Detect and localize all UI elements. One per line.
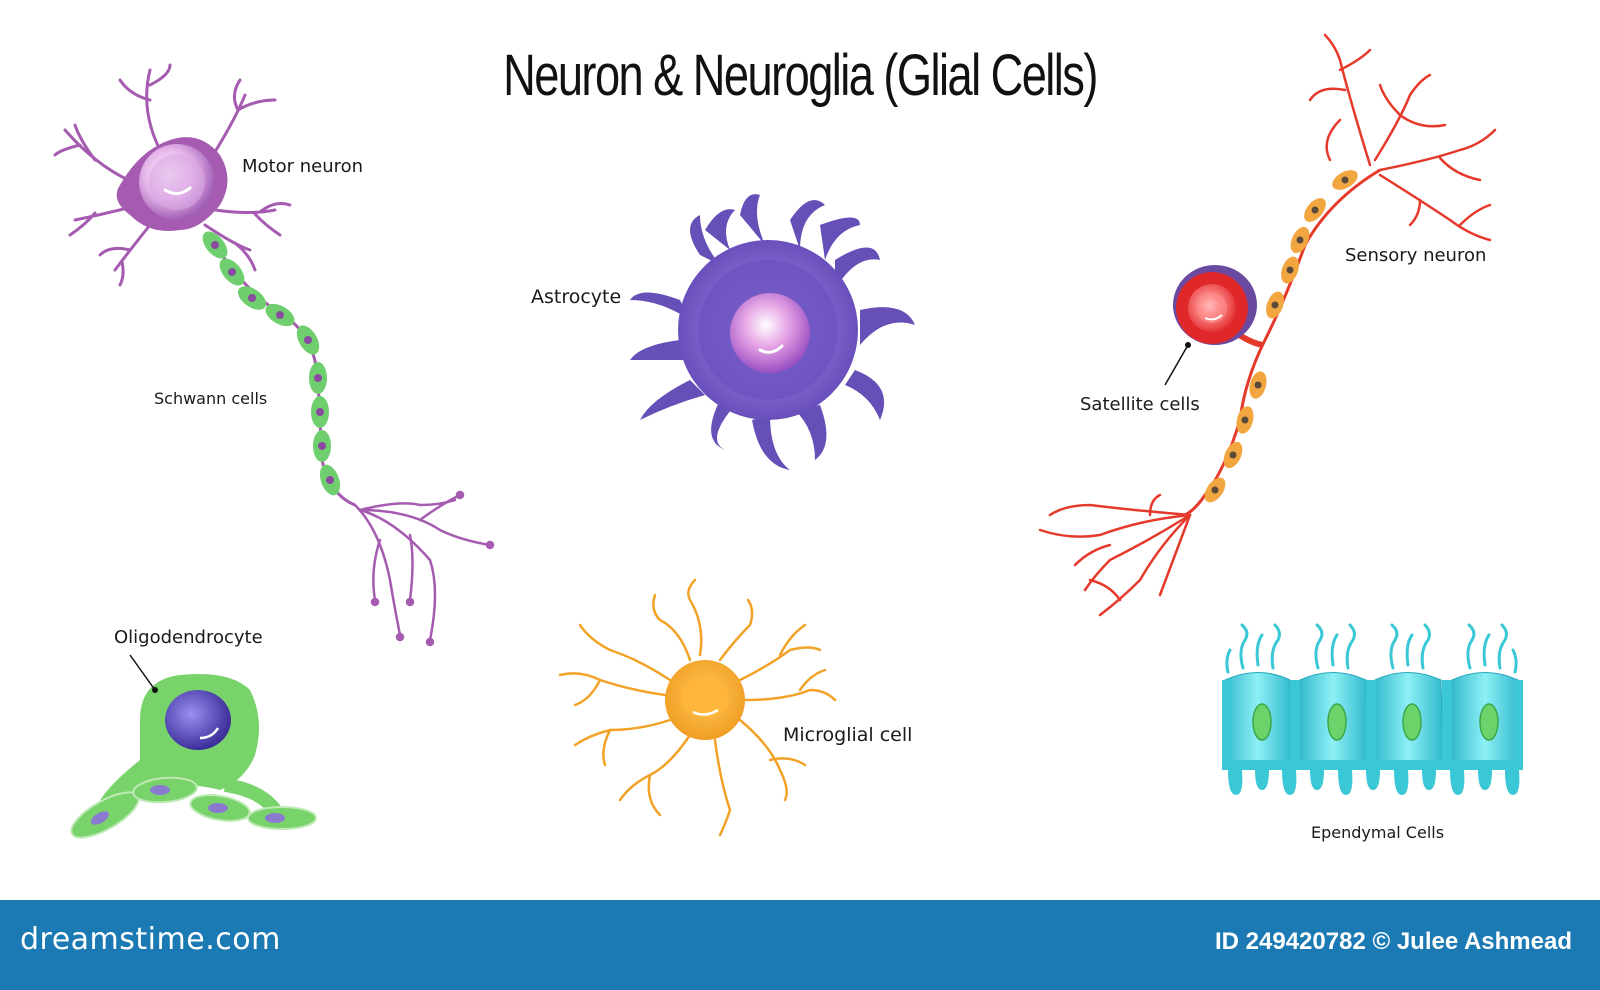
oligodendrocyte	[70, 654, 317, 839]
footer-bar: dreamstime.com ID 249420782 © Julee Ashm…	[0, 900, 1600, 990]
microglial-cell	[558, 578, 837, 837]
myelin-segments-sensory	[1204, 170, 1358, 503]
label-oligodendrocyte: Oligodendrocyte	[114, 627, 263, 648]
footer-credit: ID 249420782 © Julee Ashmead	[1215, 928, 1572, 955]
label-motor-neuron: Motor neuron	[242, 156, 364, 177]
label-satellite-cells: Satellite cells	[1080, 394, 1200, 415]
astrocyte	[630, 194, 915, 470]
label-ependymal-cells: Ependymal Cells	[1311, 823, 1445, 842]
footer-brand[interactable]: dreamstime.com	[20, 922, 281, 957]
cell-illustrations	[53, 33, 1523, 839]
label-astrocyte: Astrocyte	[531, 286, 622, 308]
diagram-title: Neuron & Neuroglia (Glial Cells)	[503, 43, 1098, 108]
label-sensory-neuron: Sensory neuron	[1345, 245, 1487, 266]
satellite-cell	[1173, 265, 1257, 345]
sensory-neuron	[1038, 33, 1497, 617]
label-schwann-cells: Schwann cells	[154, 389, 268, 408]
motor-neuron	[53, 63, 495, 647]
ependymal-cells	[1222, 623, 1523, 795]
label-microglial-cell: Microglial cell	[783, 724, 913, 746]
schwann-cells-motor	[202, 231, 341, 496]
